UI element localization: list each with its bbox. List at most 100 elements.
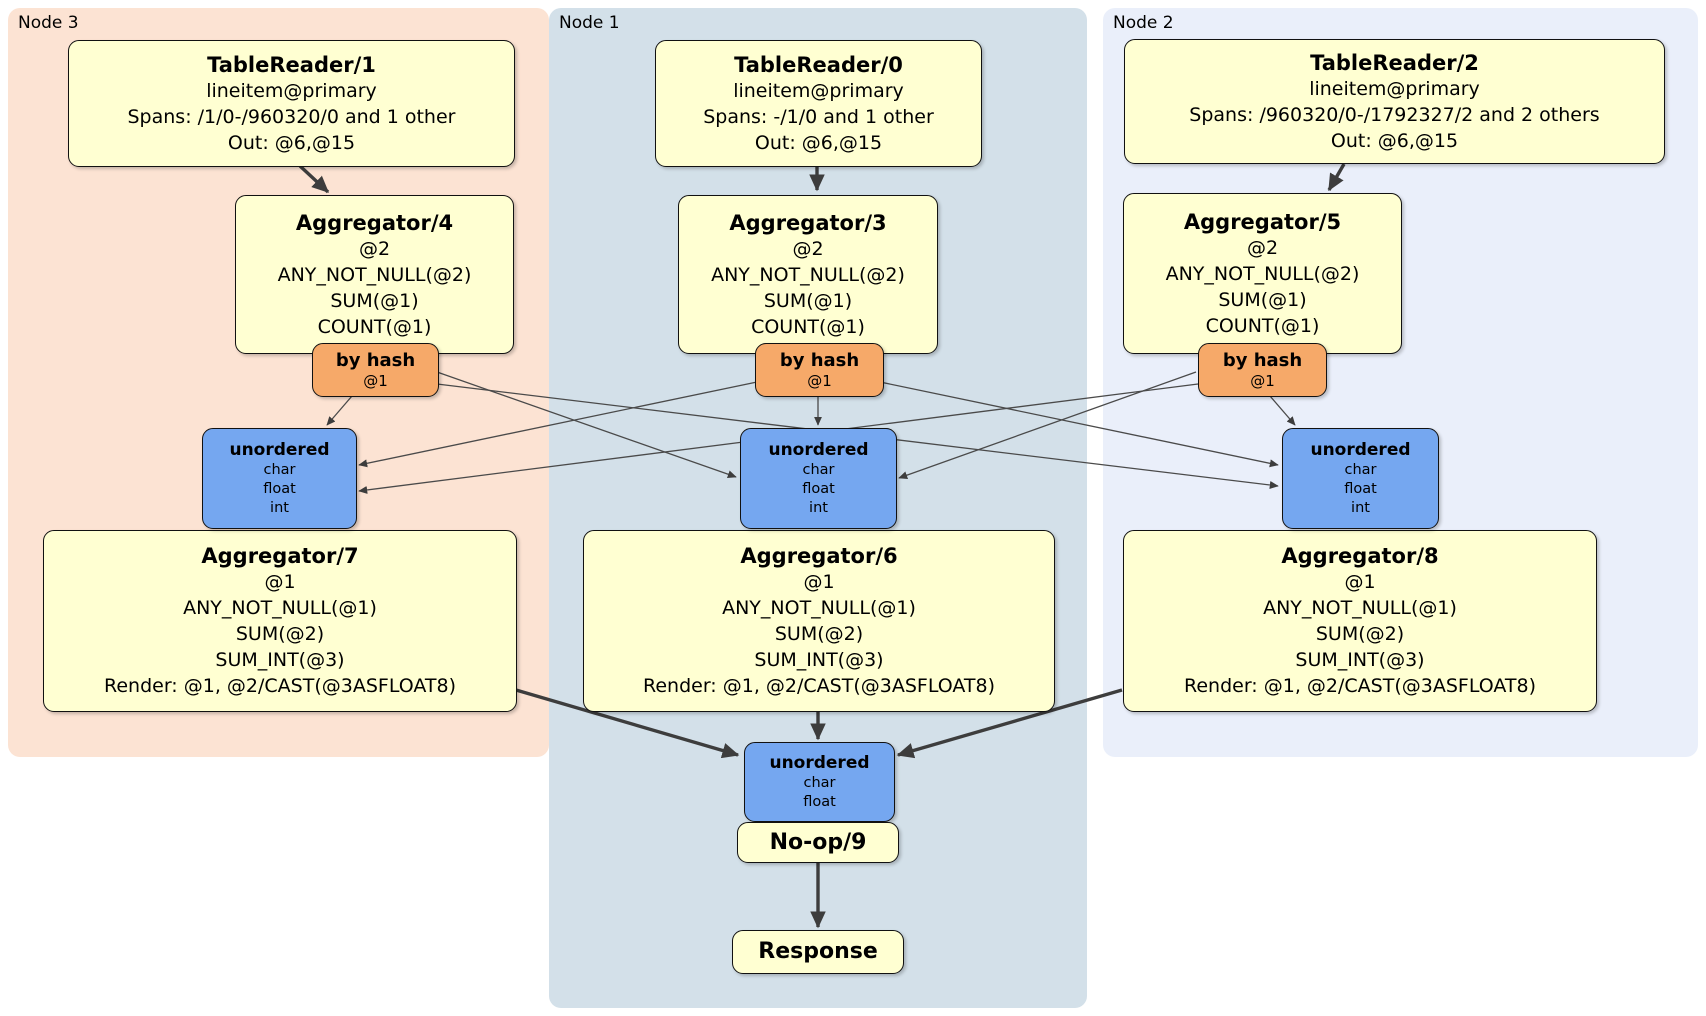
processor-line: @1: [1344, 571, 1376, 593]
sync-title: unordered: [229, 439, 330, 460]
processor-title: Aggregator/3: [729, 210, 887, 235]
processor-title: TableReader/2: [1310, 50, 1479, 75]
tablereader-0-box: TableReader/0 lineitem@primary Spans: -/…: [655, 40, 982, 167]
processor-line: SUM(@2): [235, 623, 325, 645]
processor-title: Aggregator/4: [295, 210, 454, 235]
router-line: @1: [1250, 372, 1275, 390]
edge-hash3-un3: [326, 395, 353, 426]
processor-title: TableReader/1: [207, 52, 376, 77]
processor-line: SUM(@2): [1315, 623, 1405, 645]
processor-line: lineitem@primary: [206, 79, 377, 102]
processor-line: @1: [803, 571, 835, 593]
processor-line: lineitem@primary: [733, 79, 904, 102]
sync-line: float: [1344, 480, 1377, 497]
sync-line: char: [1344, 461, 1377, 478]
processor-line: SUM_INT(@3): [1295, 649, 1425, 671]
hash-router-node1: by hash @1: [755, 343, 884, 397]
sync-line: float: [803, 793, 836, 810]
node2-label: Node 2: [1113, 13, 1174, 33]
processor-line: SUM(@1): [330, 289, 419, 312]
processor-line: ANY_NOT_NULL(@2): [1165, 262, 1360, 285]
router-title: by hash: [779, 350, 860, 371]
sync-title: unordered: [1310, 439, 1411, 460]
processor-line: Out: @6,@15: [1330, 129, 1459, 152]
processor-title: Aggregator/7: [201, 544, 359, 568]
sync-line: char: [263, 461, 296, 478]
processor-line: Spans: /1/0-/960320/0 and 1 other: [127, 105, 456, 128]
router-title: by hash: [1222, 350, 1303, 371]
aggregator-8-box: Aggregator/8 @1 ANY_NOT_NULL(@1) SUM(@2)…: [1123, 530, 1597, 712]
hash-router-node2: by hash @1: [1198, 343, 1327, 397]
processor-line: @2: [792, 237, 824, 260]
processor-line: lineitem@primary: [1309, 77, 1480, 100]
unordered-sync-node3: unordered char float int: [202, 428, 357, 529]
processor-title: Aggregator/5: [1183, 209, 1342, 234]
processor-line: Render: @1, @2/CAST(@3ASFLOAT8): [1184, 675, 1536, 697]
processor-title: No-op/9: [769, 829, 867, 855]
sync-line: char: [803, 774, 836, 791]
processor-line: COUNT(@1): [751, 315, 865, 338]
processor-line: ANY_NOT_NULL(@1): [1263, 597, 1457, 619]
aggregator-7-box: Aggregator/7 @1 ANY_NOT_NULL(@1) SUM(@2)…: [43, 530, 517, 712]
edge-tr1-agg4: [298, 164, 330, 194]
hash-router-node3: by hash @1: [312, 343, 439, 397]
edge-hash2-un1: [898, 371, 1197, 480]
processor-line: ANY_NOT_NULL(@2): [277, 263, 472, 286]
aggregator-4-box: Aggregator/4 @2 ANY_NOT_NULL(@2) SUM(@1)…: [235, 195, 514, 354]
processor-title: TableReader/0: [734, 52, 903, 77]
processor-line: SUM_INT(@3): [215, 649, 345, 671]
processor-line: ANY_NOT_NULL(@1): [183, 597, 377, 619]
processor-line: COUNT(@1): [1205, 314, 1320, 337]
node1-label: Node 1: [559, 13, 620, 33]
router-line: @1: [807, 372, 832, 390]
aggregator-5-box: Aggregator/5 @2 ANY_NOT_NULL(@2) SUM(@1)…: [1123, 193, 1402, 354]
edge-hash1-un2: [879, 381, 1279, 468]
edge-hash2-un2: [1269, 395, 1296, 426]
processor-line: ANY_NOT_NULL(@2): [711, 263, 905, 286]
processor-line: Render: @1, @2/CAST(@3ASFLOAT8): [643, 675, 995, 697]
aggregator-3-box: Aggregator/3 @2 ANY_NOT_NULL(@2) SUM(@1)…: [678, 195, 938, 354]
processor-line: @1: [264, 571, 296, 593]
sync-line: float: [263, 480, 296, 497]
processor-line: Render: @1, @2/CAST(@3ASFLOAT8): [104, 675, 456, 697]
aggregator-6-box: Aggregator/6 @1 ANY_NOT_NULL(@1) SUM(@2)…: [583, 530, 1055, 712]
processor-line: Spans: -/1/0 and 1 other: [703, 105, 934, 128]
sync-title: unordered: [769, 752, 870, 773]
processor-line: @2: [358, 237, 391, 260]
sync-line: int: [809, 499, 828, 516]
sync-line: float: [802, 480, 835, 497]
unordered-sync-node1: unordered char float int: [740, 428, 897, 529]
processor-line: SUM(@1): [763, 289, 853, 312]
processor-line: SUM(@1): [1218, 288, 1307, 311]
processor-title: Aggregator/6: [740, 544, 898, 568]
unordered-sync-node2: unordered char float int: [1282, 428, 1439, 529]
noop-box: No-op/9: [737, 822, 899, 863]
tablereader-1-box: TableReader/1 lineitem@primary Spans: /1…: [68, 40, 515, 167]
edge-tr2-agg5: [1327, 163, 1346, 192]
sync-title: unordered: [768, 439, 869, 460]
processor-line: @2: [1246, 236, 1279, 259]
unordered-sync-final: unordered char float: [744, 742, 895, 822]
response-box: Response: [732, 930, 904, 974]
router-title: by hash: [335, 350, 416, 371]
edge-hash3-un1: [436, 371, 737, 479]
processor-line: SUM(@2): [774, 623, 864, 645]
sync-line: int: [1351, 499, 1370, 516]
edge-hash1-un3: [358, 381, 758, 468]
processor-line: Out: @6,@15: [227, 131, 356, 154]
processor-line: Spans: /960320/0-/1792327/2 and 2 others: [1189, 103, 1600, 126]
tablereader-2-box: TableReader/2 lineitem@primary Spans: /9…: [1124, 39, 1665, 164]
processor-title: Aggregator/8: [1281, 544, 1439, 568]
router-line: @1: [363, 372, 388, 390]
sync-line: int: [270, 499, 289, 516]
processor-line: COUNT(@1): [317, 315, 432, 338]
edge-agg7-sync: [515, 688, 740, 759]
node3-label: Node 3: [18, 13, 79, 33]
processor-line: SUM_INT(@3): [754, 649, 884, 671]
edge-agg8-sync: [896, 688, 1123, 759]
sync-line: char: [802, 461, 835, 478]
processor-line: ANY_NOT_NULL(@1): [722, 597, 916, 619]
processor-title: Response: [758, 939, 878, 964]
